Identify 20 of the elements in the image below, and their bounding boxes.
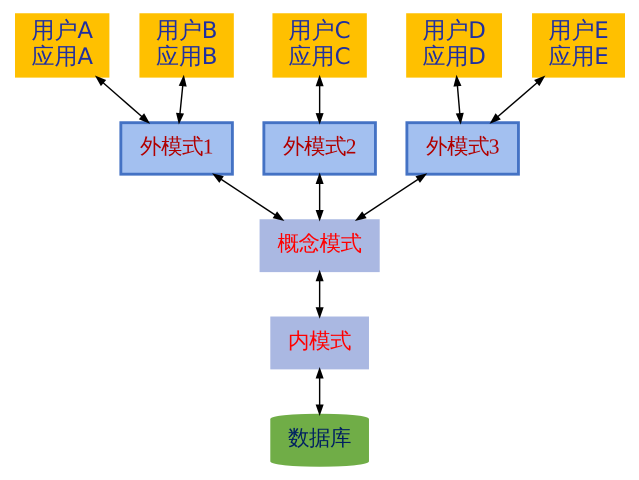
arrow bbox=[489, 76, 545, 124]
node-box: 用户C 应用C bbox=[272, 13, 366, 78]
arrow bbox=[354, 173, 427, 222]
arrow bbox=[315, 172, 324, 222]
arrow bbox=[315, 367, 324, 416]
node-box: 用户E 应用E bbox=[532, 13, 624, 78]
node-box: 外模式2 bbox=[262, 121, 376, 176]
node-box: 用户A 应用A bbox=[14, 13, 109, 78]
node-box: 外模式3 bbox=[404, 121, 520, 176]
arrow bbox=[315, 270, 324, 319]
arrow bbox=[176, 74, 186, 125]
node-box: 内模式 bbox=[270, 316, 368, 370]
node-box: 外模式1 bbox=[118, 121, 234, 176]
arrow bbox=[212, 173, 284, 222]
arrow bbox=[94, 76, 150, 124]
arrow bbox=[315, 74, 324, 125]
node-box: 用户B 应用B bbox=[138, 13, 234, 78]
node-box: 概念模式 bbox=[259, 219, 380, 272]
arrow bbox=[452, 74, 464, 125]
node-box: 用户D 应用D bbox=[406, 13, 502, 78]
